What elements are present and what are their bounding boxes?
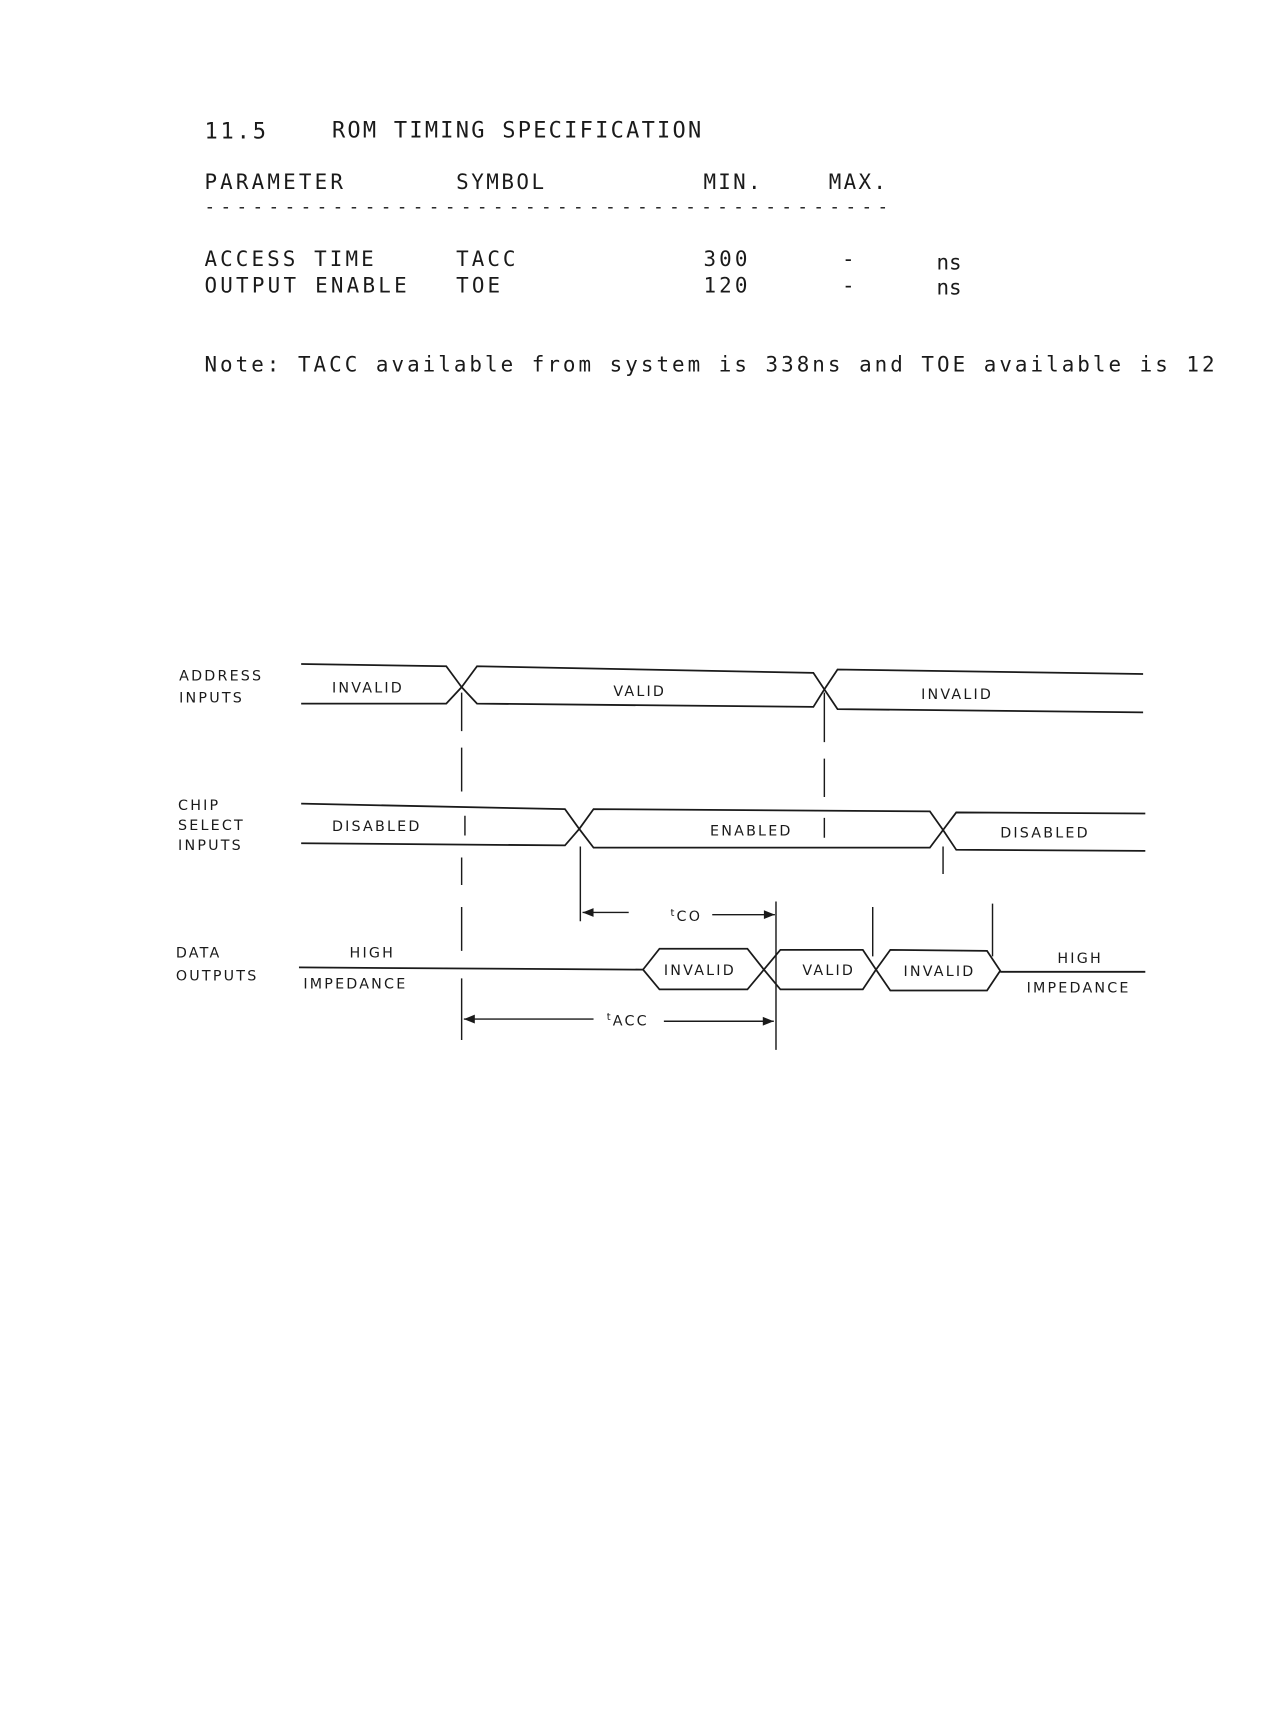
data-state-invalid: INVALID [903,964,975,980]
table-row: ACCESS TIME TACC 300 - ns [204,247,961,274]
address-state-invalid: INVALID [921,687,993,703]
tacc-arrow [463,1014,774,1026]
chip-select-label-line3: INPUTS [178,838,243,854]
cell-max: - [842,274,855,298]
cell-symbol: TACC [456,247,515,271]
data-left-state-line2: IMPEDANCE [303,976,407,992]
header-symbol: SYMBOL [456,170,544,194]
data-waveform [298,901,1146,1050]
data-state-invalid: INVALID [664,963,736,979]
cell-min: 300 [703,247,747,271]
data-left-state-line1: HIGH [350,946,396,962]
header-min: MIN. [703,170,760,194]
table-separator: ----------------------------------------… [204,197,888,217]
address-label-line1: ADDRESS [179,669,263,685]
tacc-label: tACC [607,1012,649,1029]
header-parameter: PARAMETER [204,170,343,194]
address-waveform [301,663,1144,798]
address-state-invalid: INVALID [332,681,404,697]
data-right-state-line1: HIGH [1057,951,1103,967]
table-row: OUTPUT ENABLE TOE 120 - ns [204,274,961,300]
section-number: 11.5 [204,120,266,145]
address-state-valid: VALID [613,684,666,700]
note-text: Note: TACC available from system is 338n… [204,353,1214,377]
chip-select-label-line1: CHIP [178,798,220,814]
cell-parameter: OUTPUT ENABLE [204,274,406,298]
chip-select-label-line2: SELECT [178,818,245,834]
header-max: MAX. [829,170,886,194]
tco-label: tCO [670,908,702,925]
table-header: PARAMETER SYMBOL MIN. MAX. [204,170,885,194]
section-title: ROM TIMING SPECIFICATION [332,119,701,144]
chip-select-state-enabled: ENABLED [710,824,793,840]
data-label-line2: OUTPUTS [176,969,259,985]
data-label-line1: DATA [176,946,222,962]
data-right-state-line2: IMPEDANCE [1027,981,1131,997]
chip-select-state-disabled: DISABLED [332,819,422,835]
chip-select-state-disabled: DISABLED [1000,826,1090,842]
cell-symbol: TOE [456,274,500,298]
cell-parameter: ACCESS TIME [204,247,373,271]
cell-unit: ns [936,276,961,300]
cell-min: 120 [703,274,747,298]
chip-select-waveform [301,802,1146,951]
tco-arrow [582,908,775,920]
timing-diagram: ADDRESS INPUTS CHIP SELECT INPUTS DATA O… [176,663,1146,1050]
cell-unit: ns [936,250,961,274]
cell-max: - [842,247,855,271]
address-label-line2: INPUTS [179,691,244,707]
data-state-valid: VALID [802,963,855,979]
